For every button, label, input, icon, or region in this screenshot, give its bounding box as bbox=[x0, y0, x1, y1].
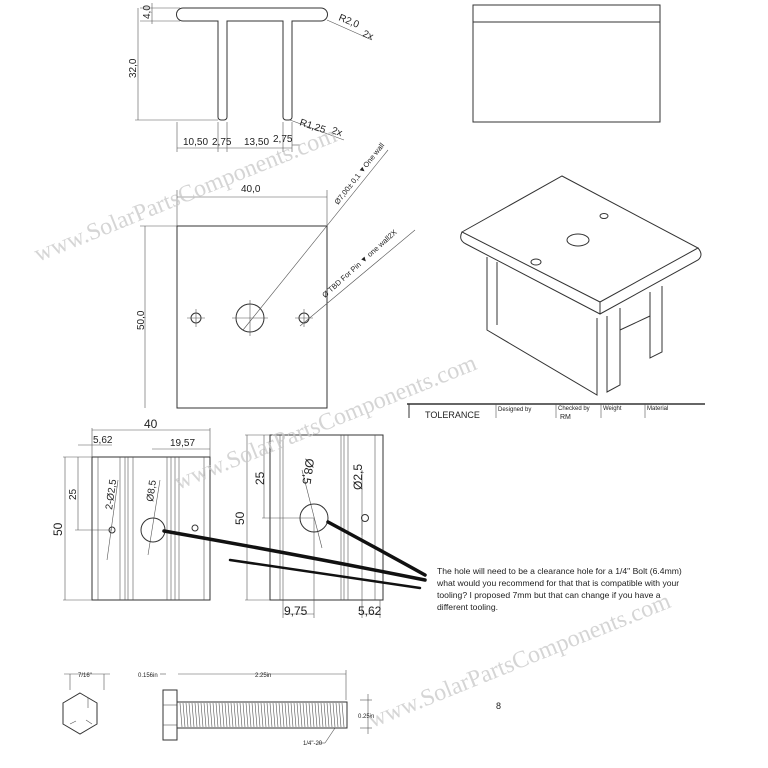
watermark: www.SolarPartsComponents.com www.SolarPa… bbox=[31, 122, 675, 734]
plate-height-label: 50,0 bbox=[136, 310, 147, 330]
dim-13-50: 13,50 bbox=[244, 137, 269, 148]
title-block: TOLERANCE Designed by Checked by RM Weig… bbox=[407, 403, 705, 421]
clearance-note: The hole will need to be a clearance hol… bbox=[436, 566, 682, 612]
outer-radius-label: R2,0 bbox=[337, 13, 361, 31]
right-hole-height: 25 bbox=[253, 471, 267, 485]
left-height: 50 bbox=[51, 522, 65, 536]
bolt-hex-head-icon bbox=[62, 692, 98, 735]
bolt-thread-spec: 1/4"-20 bbox=[303, 741, 323, 747]
watermark-text-3: www.SolarPartsComponents.com bbox=[365, 588, 675, 734]
left-small-hole-label: 2-Ø2,5 bbox=[104, 478, 119, 510]
profile-height-label: 32,0 bbox=[128, 58, 139, 78]
note-line-1: The hole will need to be a clearance hol… bbox=[437, 566, 682, 576]
note-line-3: tooling? I proposed 7mm but that can cha… bbox=[437, 590, 661, 600]
note-line-2: what would you recommend for that that i… bbox=[436, 578, 679, 588]
designed-by-label: Designed by bbox=[498, 407, 531, 413]
right-offset-left: 9,75 bbox=[284, 604, 308, 618]
left-offset-left: 5,62 bbox=[93, 435, 113, 446]
plate-width-label: 40,0 bbox=[241, 184, 261, 195]
plate-outline bbox=[176, 225, 328, 409]
bolt-diameter: 0.25in bbox=[358, 714, 374, 720]
note-line-4: different tooling. bbox=[437, 602, 498, 612]
main-hole-note: Ø7,00± 0,1 ▼One wall bbox=[332, 141, 386, 206]
right-small-hole-label: Ø2,5 bbox=[351, 464, 365, 490]
dim-2-75-a: 2,75 bbox=[212, 137, 232, 148]
bolt-head bbox=[162, 689, 178, 741]
side-view bbox=[472, 4, 661, 123]
inner-radius-count: 2x bbox=[330, 125, 343, 139]
outer-radius-count: 2x bbox=[361, 29, 375, 43]
tolerance-label: TOLERANCE bbox=[425, 410, 480, 420]
right-large-hole bbox=[299, 503, 329, 533]
bolt-drawing: 7/16" 0.156in 2.25in 0.25in 1/4"-20 bbox=[62, 670, 374, 747]
left-part-view: 40 5,62 19,57 25 50 2-Ø2,5 Ø8,5 bbox=[51, 417, 211, 601]
weight-label: Weight bbox=[603, 406, 622, 412]
bolt-head-width: 7/16" bbox=[78, 673, 92, 679]
pin-hole-note: Ø TBD For Pin ▼ one wall2X bbox=[320, 228, 398, 300]
t-profile-view: 4,0 32,0 R2,0 2x R1,25 2x 10,50 2,75 13,… bbox=[128, 3, 375, 152]
t-profile-outline bbox=[176, 7, 328, 121]
right-offset-right: 5,62 bbox=[358, 604, 382, 618]
bolt-head-height: 0.156in bbox=[138, 673, 158, 679]
page-number: 8 bbox=[496, 701, 501, 711]
left-offset-right: 19,57 bbox=[170, 438, 195, 449]
right-height: 50 bbox=[233, 511, 247, 525]
left-large-hole bbox=[140, 517, 166, 543]
left-large-hole-label: Ø8,5 bbox=[145, 479, 159, 502]
callout-lines bbox=[162, 520, 427, 590]
watermark-text-2: www.SolarPartsComponents.com bbox=[171, 350, 481, 496]
bolt-shank bbox=[176, 701, 348, 729]
dim-10-50: 10,50 bbox=[183, 137, 208, 148]
top-plate-view: 40,0 50,0 Ø7,00± 0,1 ▼One wall Ø TBD For… bbox=[136, 141, 416, 409]
bolt-length: 2.25in bbox=[255, 673, 271, 679]
material-label: Material bbox=[647, 406, 668, 412]
bolt-thread bbox=[179, 702, 345, 728]
checked-by-label: Checked by bbox=[558, 406, 590, 412]
left-width-label: 40 bbox=[144, 417, 158, 431]
isometric-view bbox=[460, 175, 702, 396]
right-part-view: 25 50 Ø8,5 Ø2,5 9,75 5,62 bbox=[233, 434, 384, 618]
checked-by-value: RM bbox=[560, 414, 571, 421]
dim-2-75-b: 2,75 bbox=[273, 134, 293, 145]
left-hole-height: 25 bbox=[68, 488, 79, 500]
flange-thickness-label: 4,0 bbox=[142, 5, 153, 19]
right-large-hole-label: Ø8,5 bbox=[299, 458, 317, 486]
